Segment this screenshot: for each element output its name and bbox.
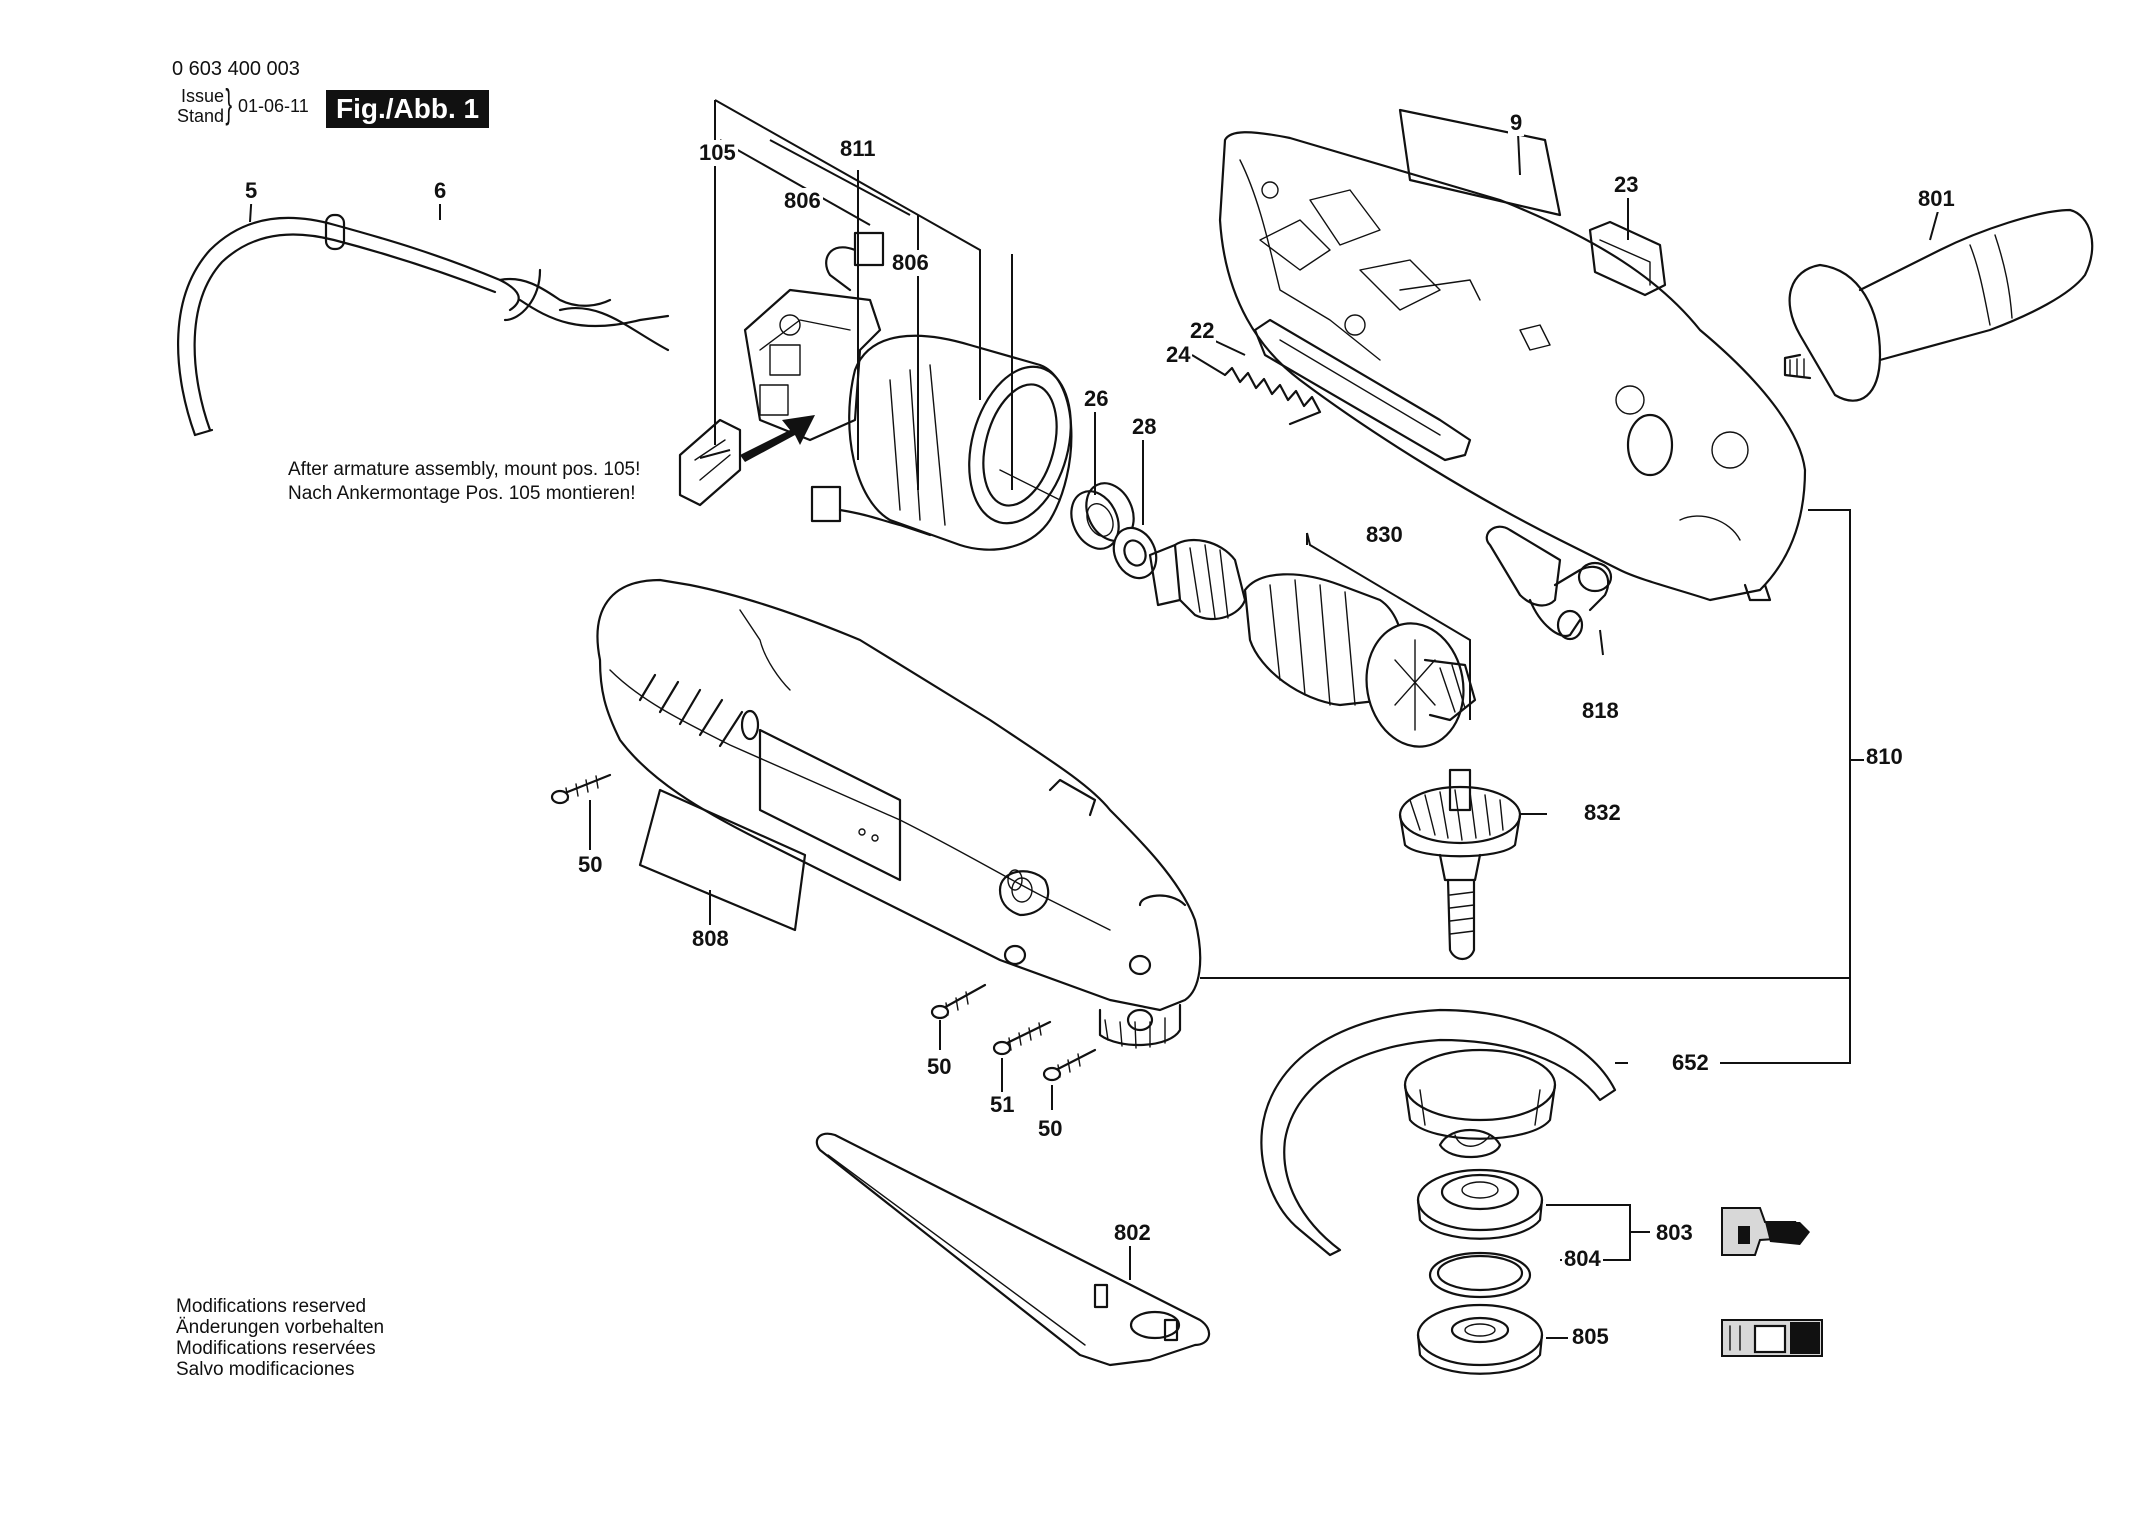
callout-50-middle: 50 xyxy=(925,1054,954,1080)
callout-28: 28 xyxy=(1130,414,1159,440)
callout-9: 9 xyxy=(1508,110,1525,136)
screws-part xyxy=(550,773,1097,1082)
callout-50-right: 50 xyxy=(1036,1116,1065,1142)
issue-date: 01-06-11 xyxy=(238,96,309,116)
modifications-de: Änderungen vorbehalten xyxy=(176,1317,385,1338)
assembly-note: After armature assembly, mount pos. 105!… xyxy=(288,458,640,506)
aux-handle-part xyxy=(1783,208,2094,402)
callout-50-left: 50 xyxy=(576,852,605,878)
callout-810: 810 xyxy=(1864,744,1905,770)
callout-830: 830 xyxy=(1364,522,1405,548)
gear-housing-part xyxy=(1218,108,1807,602)
document-number: 0 603 400 003 xyxy=(172,58,300,80)
callout-5: 5 xyxy=(243,178,260,204)
callout-806-lower: 806 xyxy=(890,250,931,276)
callout-24: 24 xyxy=(1164,342,1193,368)
leader-lines xyxy=(249,99,1939,1339)
figure-badge: Fig./Abb. 1 xyxy=(326,90,490,128)
callout-804: 804 xyxy=(1562,1246,1603,1272)
bevel-gear-part xyxy=(1398,768,1522,961)
callout-51: 51 xyxy=(988,1092,1017,1118)
callout-806-upper: 806 xyxy=(782,188,823,214)
issue-label-de: Stand xyxy=(176,106,224,126)
callout-26: 26 xyxy=(1082,386,1111,412)
modifications-en: Modifications reserved xyxy=(176,1296,367,1317)
issue-label: Issue Stand xyxy=(172,86,224,126)
assembly-note-en: After armature assembly, mount pos. 105! xyxy=(288,459,641,480)
assembly-note-de: Nach Ankermontage Pos. 105 montieren! xyxy=(288,483,636,504)
callout-802: 802 xyxy=(1112,1220,1153,1246)
motor-housing-part xyxy=(596,578,1202,1049)
flange-parts xyxy=(1416,1168,1544,1375)
bearings-part xyxy=(1070,482,1158,580)
issue-label-en: Issue xyxy=(180,86,224,106)
issue-brace: } xyxy=(225,82,233,126)
brush-holder-assembly xyxy=(678,231,932,537)
callout-6: 6 xyxy=(432,178,449,204)
modifications-es: Salvo modificaciones xyxy=(176,1359,355,1380)
callout-22: 22 xyxy=(1188,318,1217,344)
power-cord-part xyxy=(177,213,670,437)
callout-105: 105 xyxy=(697,140,738,166)
armature-part xyxy=(1148,538,1477,748)
rating-label-part xyxy=(638,788,807,932)
field-stator-part xyxy=(848,334,1073,551)
modifications-note: Modifications reserved Änderungen vorbeh… xyxy=(176,1296,384,1380)
wheel-guard-part xyxy=(1260,1008,1617,1257)
spanner-part xyxy=(815,1132,1211,1367)
modifications-fr: Modifications reservées xyxy=(176,1338,376,1359)
callout-801: 801 xyxy=(1916,186,1957,212)
callout-811: 811 xyxy=(838,136,878,162)
callout-23: 23 xyxy=(1612,172,1641,198)
callout-803: 803 xyxy=(1654,1220,1695,1246)
callout-808: 808 xyxy=(690,926,731,952)
lock-lever-part xyxy=(1485,525,1613,641)
callout-818: 818 xyxy=(1580,698,1621,724)
callout-652: 652 xyxy=(1670,1050,1711,1076)
callout-832: 832 xyxy=(1582,800,1623,826)
callout-805: 805 xyxy=(1570,1324,1611,1350)
flange-section-insets xyxy=(1721,1207,1823,1357)
